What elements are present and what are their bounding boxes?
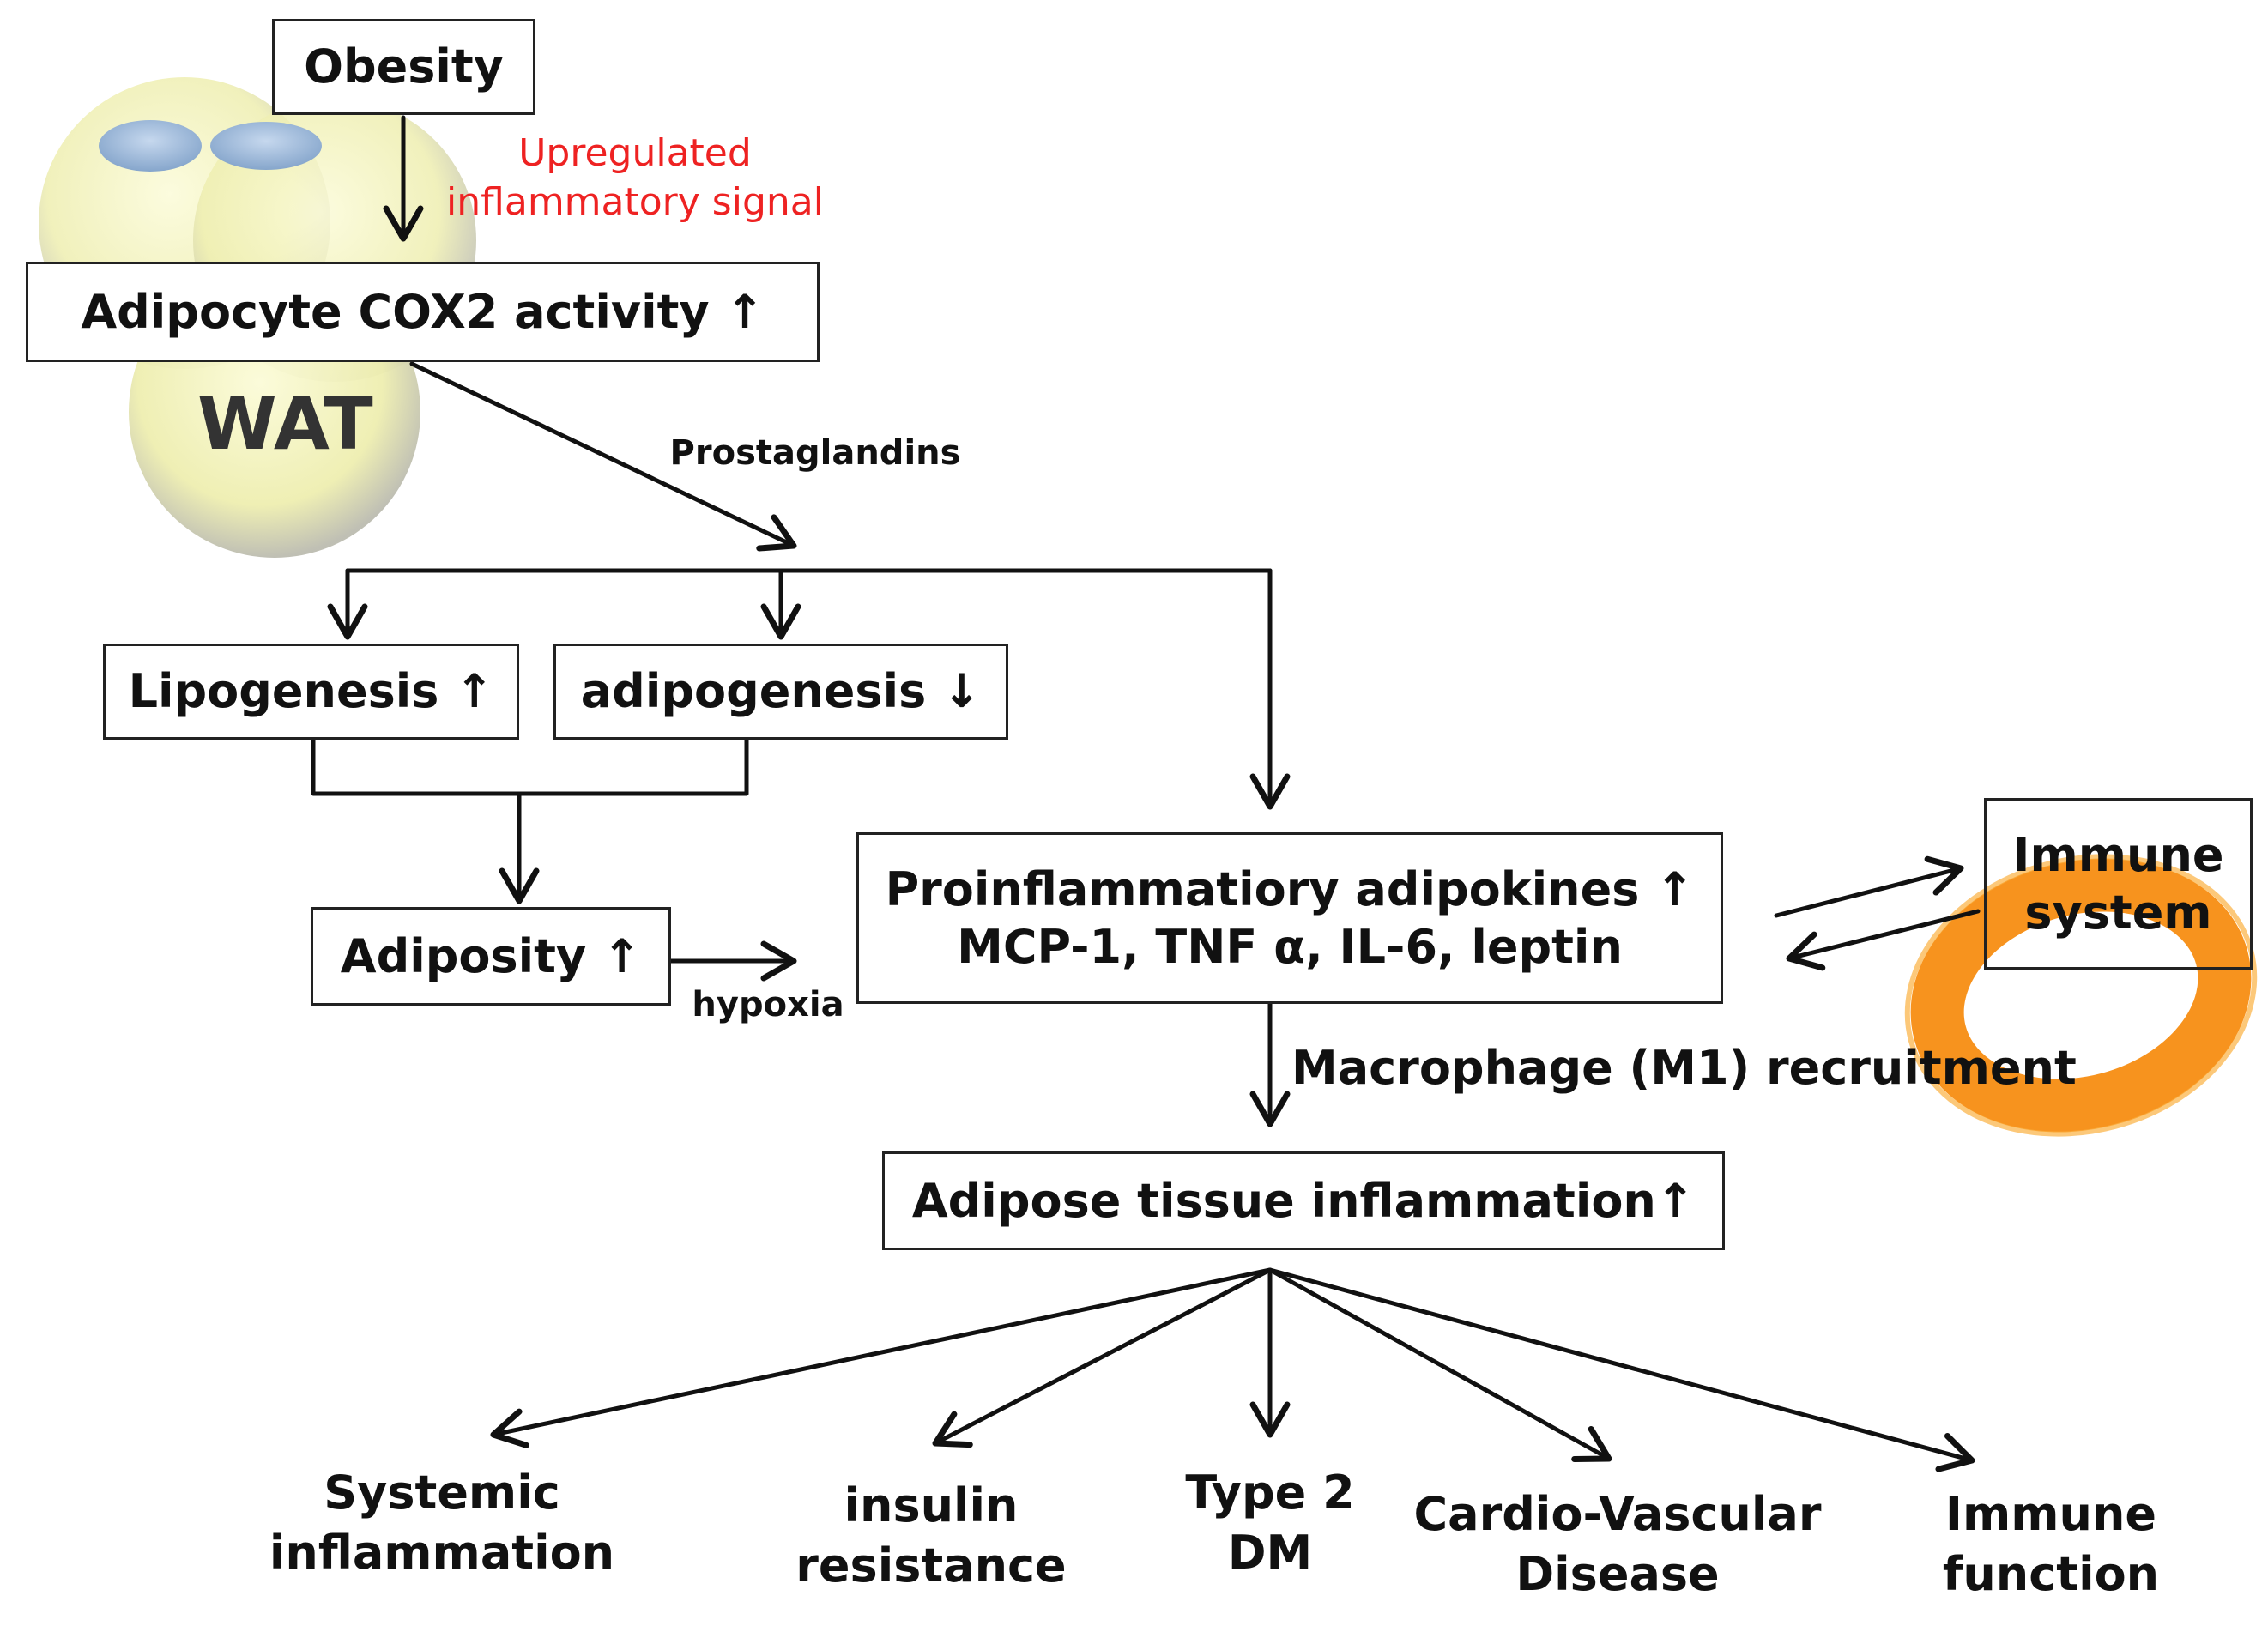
hypoxia-label: hypoxia xyxy=(692,985,844,1025)
outcome-line: Systemic inflammation xyxy=(269,1466,615,1581)
proinflammatory-line-1: Proinflammatiory adipokines ↑ xyxy=(885,861,1695,916)
outcome-systemic-inflammation: Systemic inflammation xyxy=(150,1463,734,1583)
macrophage-cell xyxy=(1910,858,2252,1133)
adipose-inflammation-box: Adipose tissue inflammation↑ xyxy=(882,1151,1725,1250)
upregulated-line-2: inflammatory signal xyxy=(446,180,824,225)
adipogenesis-box: adipogenesis ↓ xyxy=(553,644,1008,740)
proinflammatory-adipokines-box: Proinflammatiory adipokines ↑ MCP-1, TNF… xyxy=(856,832,1723,1004)
outcome-line: Disease xyxy=(1515,1547,1720,1602)
arrow-to-systemic-inflammation xyxy=(490,1267,1273,1448)
outcome-cardiovascular-disease: Cardio-Vascular Disease xyxy=(1407,1484,1828,1605)
macrophage-recruitment-label: Macrophage (M1) recruitment xyxy=(1291,1041,2077,1095)
cox2-activity-box: Adipocyte COX2 activity ↑ xyxy=(26,262,820,362)
arrow-to-immune-system xyxy=(1774,855,1964,918)
outcome-line: function xyxy=(1942,1547,2160,1602)
outcome-line: resistance xyxy=(795,1538,1067,1593)
outcome-line: insulin xyxy=(844,1478,1019,1532)
obesity-box: Obesity xyxy=(272,19,535,115)
immune-system-line-1: Immune xyxy=(2012,827,2224,882)
arrow-to-immune-function xyxy=(1267,1267,1975,1472)
outcome-line: Cardio-Vascular xyxy=(1413,1487,1822,1541)
outcome-line: DM xyxy=(1227,1526,1313,1581)
branch-line-top xyxy=(345,568,1273,603)
outcome-type2-dm: Type 2 DM xyxy=(1141,1463,1399,1583)
adiposity-box: Adiposity ↑ xyxy=(311,907,671,1006)
immune-system-line-2: system xyxy=(2024,886,2212,940)
arrows xyxy=(311,115,1981,1472)
arrow-cox2-to-split xyxy=(409,361,797,552)
outcome-line: Type 2 xyxy=(1185,1466,1355,1520)
proinflammatory-line-2: MCP-1, TNF α, IL-6, leptin xyxy=(957,920,1623,974)
outcome-line: Immune xyxy=(1944,1487,2157,1541)
prostaglandins-label: Prostaglandins xyxy=(669,433,961,473)
arrow-from-immune-system xyxy=(1786,909,1981,971)
lipogenesis-box: Lipogenesis ↑ xyxy=(103,644,519,740)
arrow-to-cardiovascular xyxy=(1267,1267,1612,1462)
upregulated-line-1: Upregulated xyxy=(518,131,752,175)
outcome-immune-function: Immune function xyxy=(1888,1484,2214,1605)
merge-line xyxy=(311,737,749,796)
immune-system-box: Immune system xyxy=(1984,798,2253,970)
upregulated-signal-label: Upregulated inflammatory signal xyxy=(433,129,837,227)
nucleus xyxy=(210,122,322,170)
nucleus xyxy=(99,120,202,172)
outcome-insulin-resistance: insulin resistance xyxy=(759,1476,1103,1596)
wat-label: WAT xyxy=(197,382,373,466)
arrow-to-insulin-resistance xyxy=(932,1267,1273,1448)
